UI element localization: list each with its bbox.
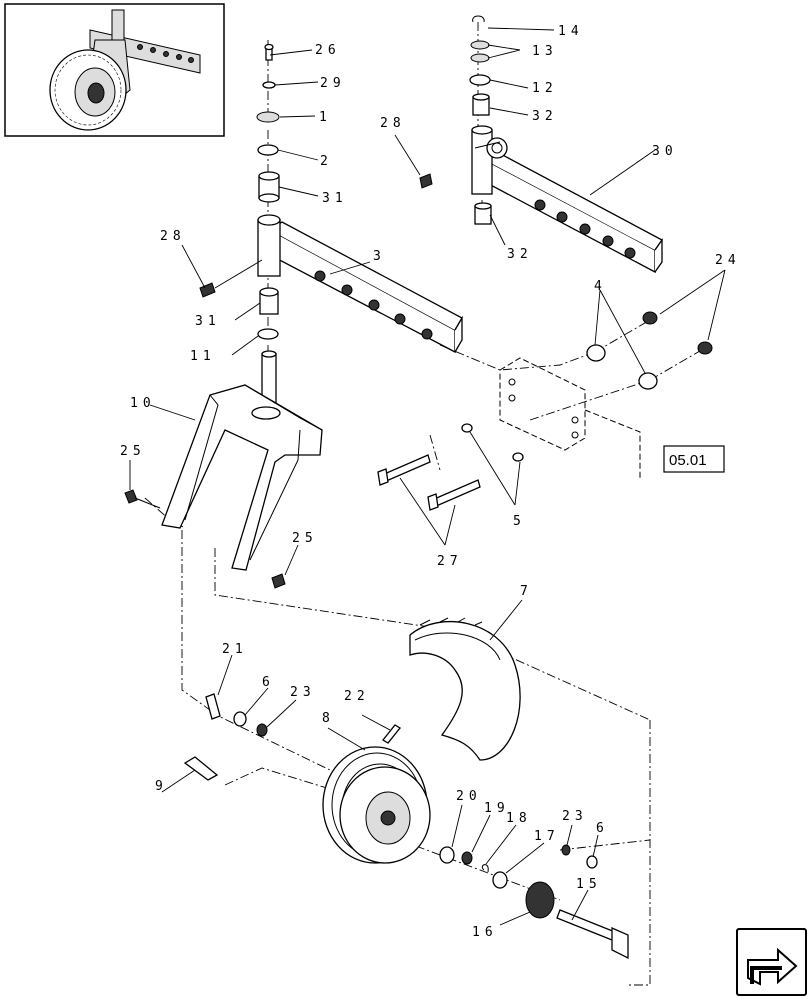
upper-arm (469, 15, 663, 274)
callout-29: 29 (320, 76, 346, 91)
callout-11: 11 (190, 349, 216, 364)
lower-arm (257, 214, 463, 354)
callout-16: 16 (472, 925, 498, 940)
callout-25-right: 25 (292, 531, 318, 546)
callout-8: 8 (322, 711, 335, 726)
callout-labels: 26 29 1 2 31 28 3 31 11 10 14 13 12 32 2… (120, 24, 741, 940)
hub-parts (183, 693, 629, 960)
callout-6-right: 6 (596, 821, 609, 836)
leader-lines (129, 27, 726, 926)
fork (161, 350, 323, 571)
callout-3: 3 (373, 249, 386, 264)
callout-32-top: 32 (532, 109, 558, 124)
callout-5: 5 (513, 514, 526, 529)
callout-30: 30 (652, 144, 678, 159)
bolts-25 (124, 489, 286, 589)
callout-2: 2 (320, 154, 333, 169)
callout-31-bottom: 31 (195, 314, 221, 329)
callout-6-left: 6 (262, 675, 275, 690)
mounting-bracket (499, 357, 641, 478)
bushings-nuts (586, 311, 713, 390)
callout-12: 12 (532, 81, 558, 96)
tire (409, 617, 521, 761)
callout-21: 21 (222, 642, 248, 657)
callout-27: 27 (437, 554, 463, 569)
upper-stack (256, 43, 280, 203)
wheel-rim (322, 724, 431, 864)
callout-10: 10 (130, 396, 156, 411)
assembly-lines (144, 22, 706, 986)
callout-28-right: 28 (380, 116, 406, 131)
callout-23-right: 23 (562, 809, 588, 824)
callout-13: 13 (532, 44, 558, 59)
callout-24: 24 (715, 253, 741, 268)
bolts-27 (377, 423, 524, 511)
callout-32-bottom: 32 (507, 247, 533, 262)
reference-box-label: 05.01 (669, 452, 707, 469)
callout-4: 4 (594, 279, 607, 294)
callout-26: 26 (315, 43, 341, 58)
reference-box[interactable]: 05.01 (663, 445, 725, 473)
callout-9: 9 (155, 779, 168, 794)
callout-19: 19 (484, 801, 510, 816)
callout-28-left: 28 (160, 229, 186, 244)
callout-7: 7 (520, 584, 533, 599)
callout-18: 18 (506, 811, 532, 826)
callout-25-left: 25 (120, 444, 146, 459)
callout-22: 22 (344, 689, 370, 704)
callout-17: 17 (534, 829, 560, 844)
callout-1: 1 (319, 110, 332, 125)
callout-23-left: 23 (290, 685, 316, 700)
callout-31-top: 31 (322, 191, 348, 206)
callout-14: 14 (558, 24, 584, 39)
callout-15: 15 (576, 877, 602, 892)
callout-20: 20 (456, 789, 482, 804)
next-page-arrow-icon[interactable] (736, 928, 807, 996)
thumbnail-inset (4, 3, 225, 137)
